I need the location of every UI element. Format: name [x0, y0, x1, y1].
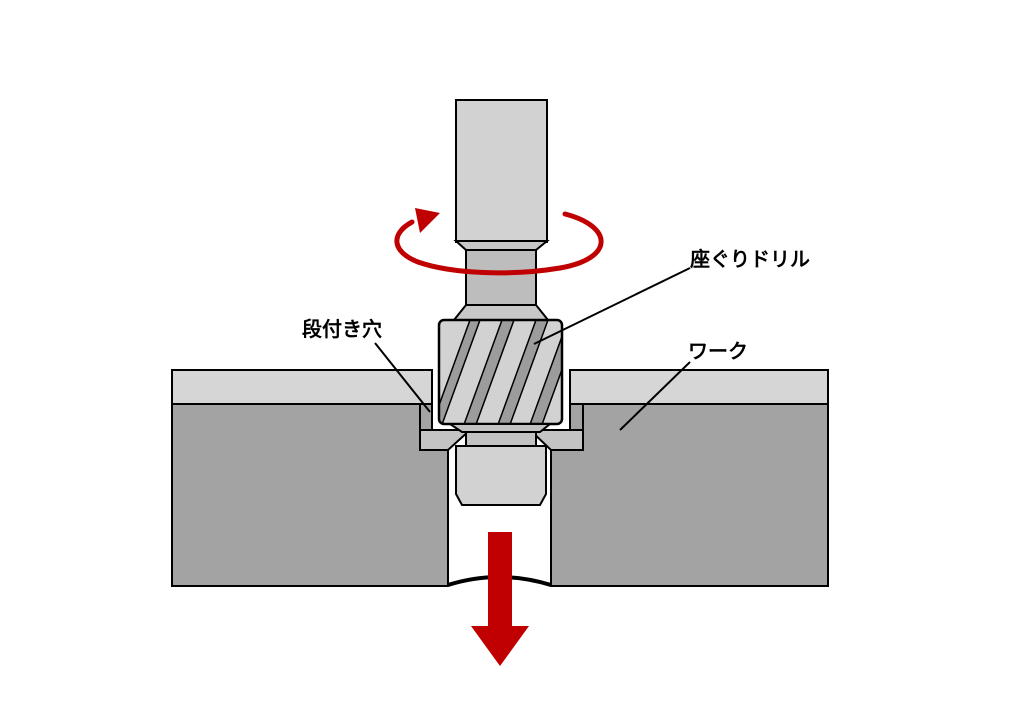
label-workpiece: ワーク — [688, 339, 748, 363]
counterbore-floor — [419, 429, 584, 451]
label-stepped-hole: 段付き穴 — [302, 317, 382, 341]
drill-flutes — [439, 320, 562, 424]
rotation-arrow-icon — [394, 208, 604, 276]
feed-down-arrow-icon — [471, 532, 529, 666]
drill-neck-flare — [451, 304, 551, 321]
leader-line-drill — [533, 267, 691, 345]
drill-neck — [465, 249, 537, 306]
drill-shank — [455, 99, 548, 243]
leader-line-workpiece — [619, 361, 691, 431]
label-drill: 座ぐりドリル — [690, 247, 810, 271]
drill-pilot-neck — [465, 431, 537, 447]
drill-pilot — [455, 445, 547, 506]
leader-line-stepped-hole — [374, 342, 431, 413]
drill-shank-taper — [453, 240, 550, 251]
drill-cutter-lip — [446, 423, 553, 433]
